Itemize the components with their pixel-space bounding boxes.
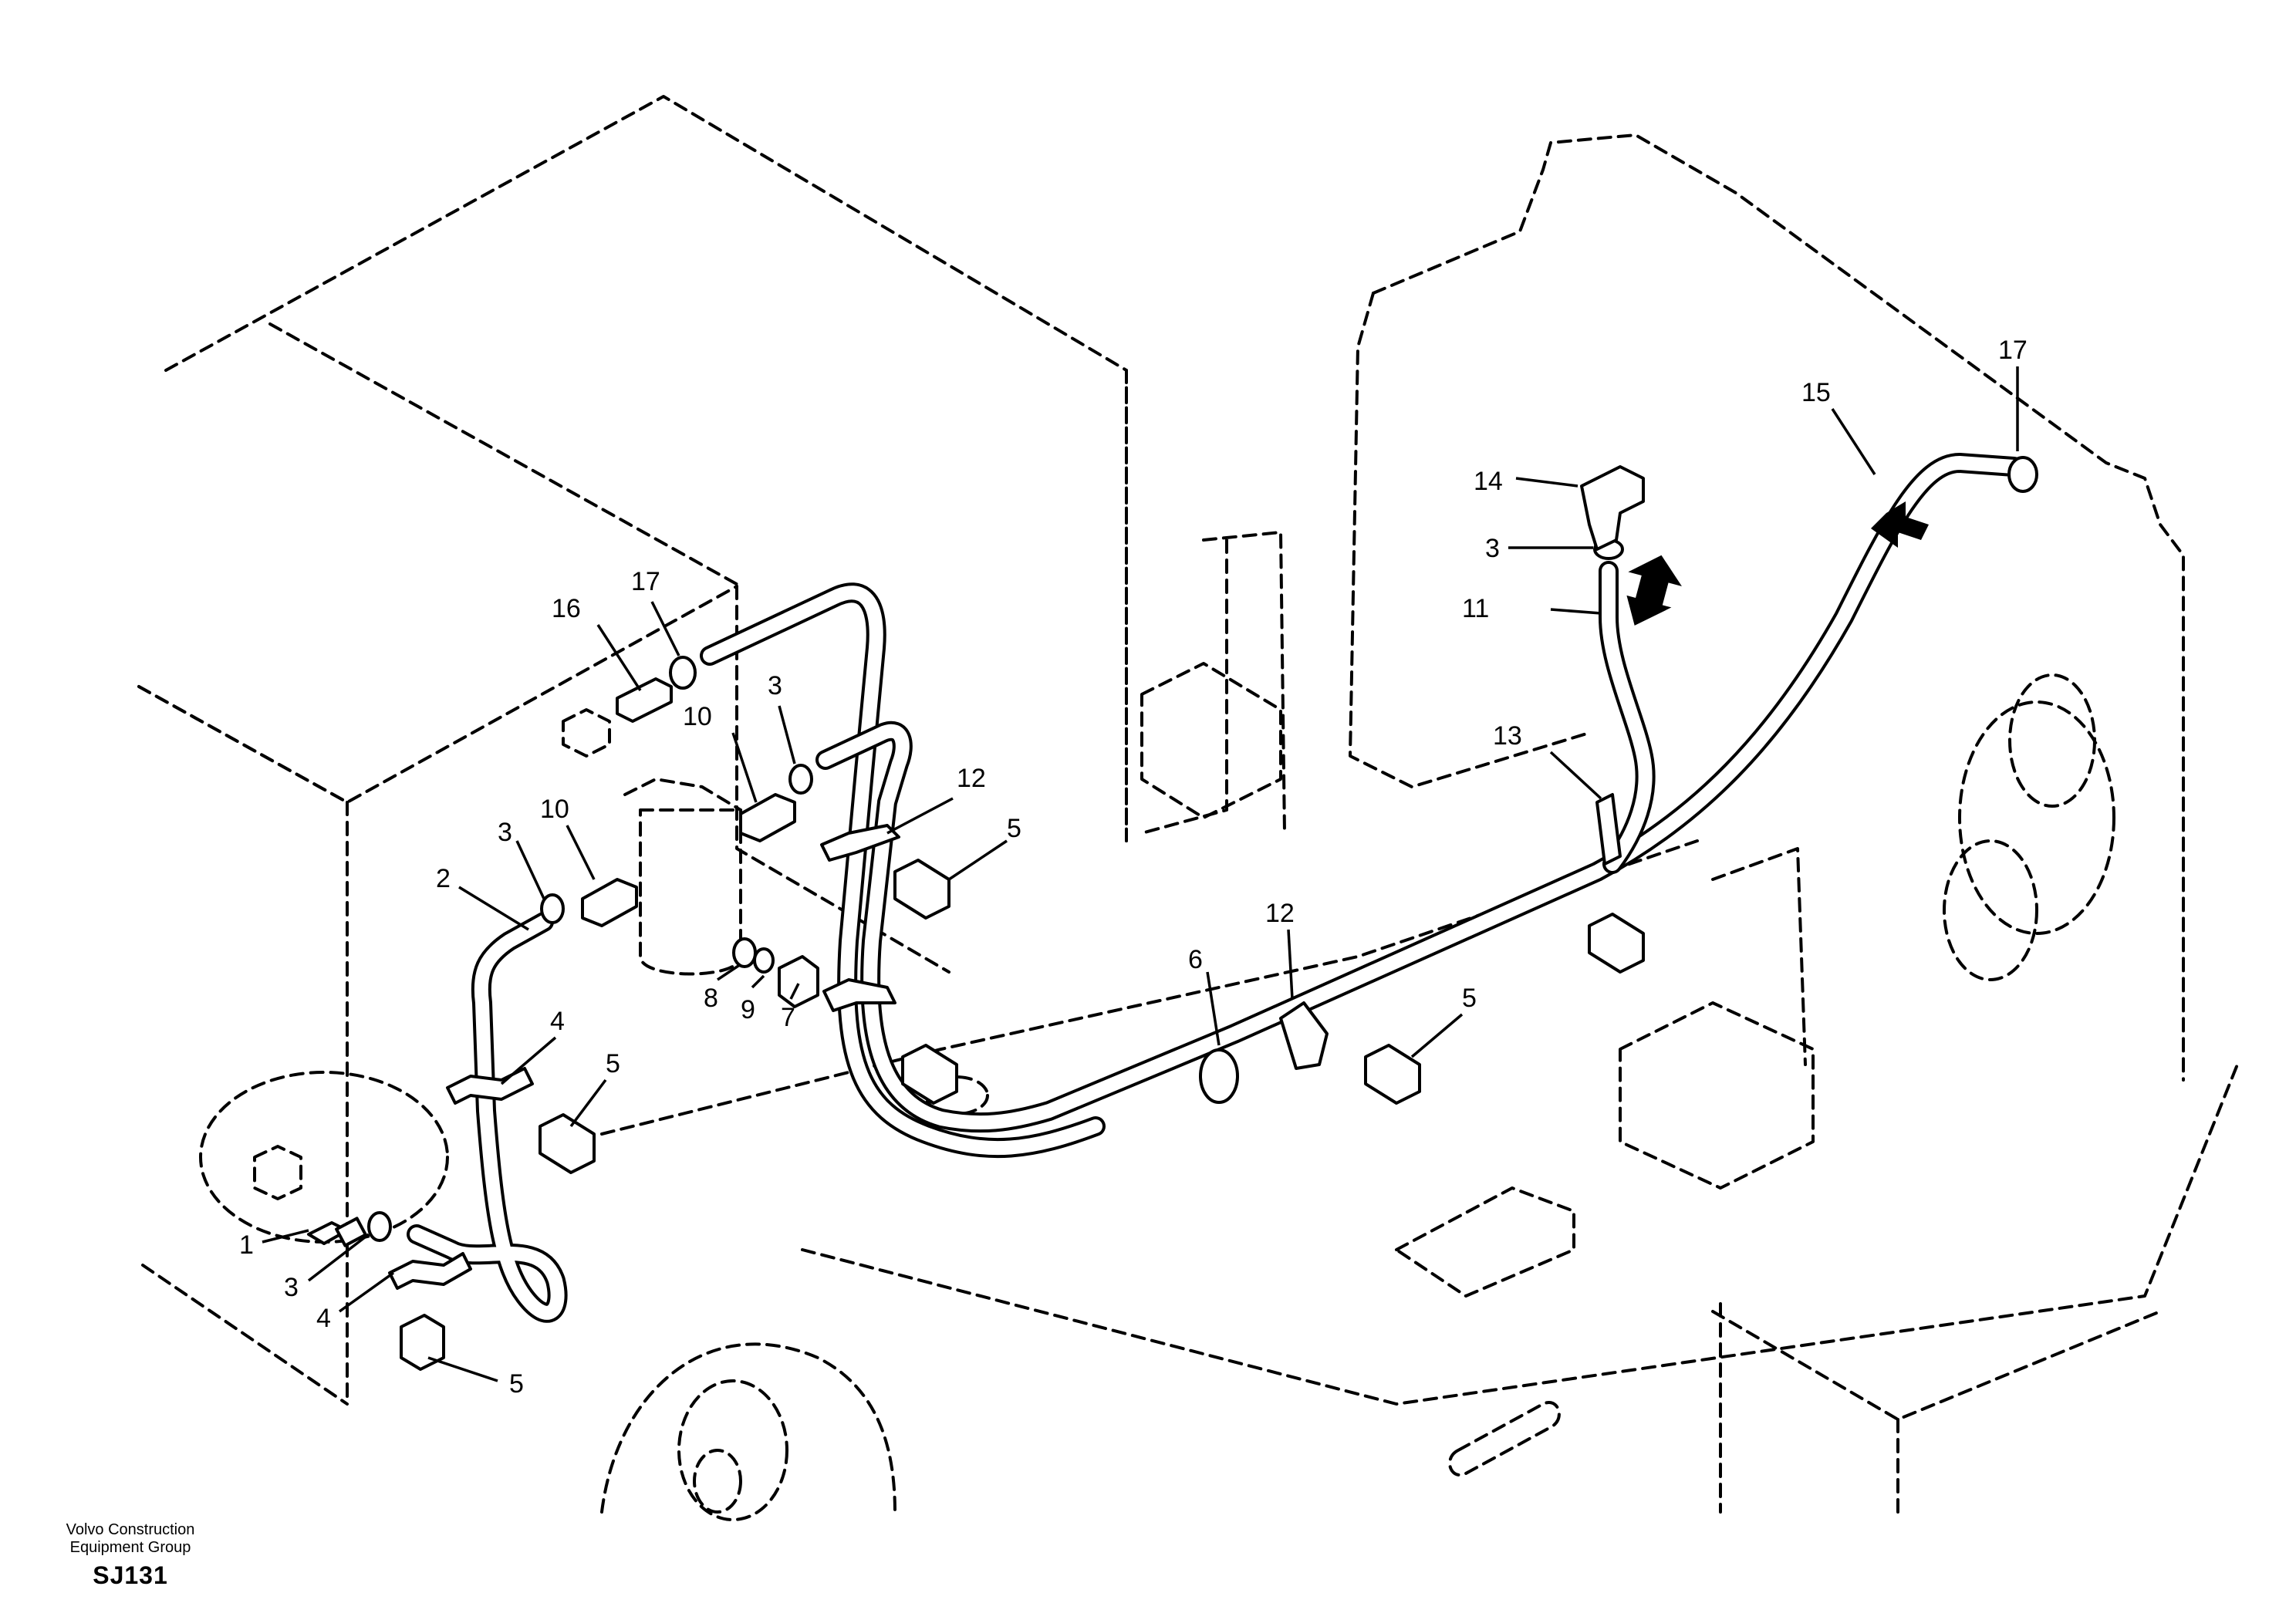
frame-lower <box>801 1063 2239 1406</box>
clamp-12-right <box>1279 1001 1329 1070</box>
engine-outline <box>1372 133 2185 1082</box>
frame-right <box>1711 1310 2162 1421</box>
down-arrow-icon <box>1871 501 1929 548</box>
callout-10: 10 <box>540 795 569 824</box>
filter-head <box>623 778 742 812</box>
washer-3-mid <box>788 764 813 795</box>
callout-5: 5 <box>1462 984 1477 1013</box>
callout-3: 3 <box>768 671 782 700</box>
fitting-16 <box>616 677 673 723</box>
clamp-17-left <box>669 656 697 690</box>
callout-3: 3 <box>1485 534 1500 563</box>
engine-bracket-right <box>1711 847 1807 1066</box>
leader-lines <box>262 366 2019 1382</box>
clamp-12-lower <box>822 978 896 1012</box>
bolt-5-d <box>1364 1044 1421 1105</box>
background-structure <box>137 95 2239 1521</box>
clip-13 <box>1595 793 1622 866</box>
callout-17: 17 <box>631 567 660 596</box>
swing-ring <box>600 1342 896 1514</box>
callout-7: 7 <box>781 1003 795 1032</box>
clamp-17-right <box>2007 456 2038 493</box>
engine-mount-right <box>1619 1001 1815 1190</box>
callout-17: 17 <box>1998 336 2028 365</box>
bolt-7 <box>778 955 819 1008</box>
callout-12: 12 <box>957 764 986 793</box>
parts <box>307 456 2038 1371</box>
company-line-1: Volvo Construction <box>66 1521 195 1538</box>
callout-9: 9 <box>741 995 755 1024</box>
callout-4: 4 <box>316 1304 331 1333</box>
callout-6: 6 <box>1188 945 1203 974</box>
drawing-code: SJ131 <box>93 1561 168 1589</box>
washer-9 <box>753 947 775 974</box>
hose-return <box>815 453 2024 1133</box>
callout-5: 5 <box>606 1049 620 1078</box>
callout-4: 4 <box>550 1007 565 1036</box>
elbow-14 <box>1580 465 1645 551</box>
fan-pulley <box>1943 839 2038 981</box>
bolt-5-b <box>901 1044 958 1105</box>
callout-13: 13 <box>1493 721 1522 751</box>
grommet-6 <box>1199 1048 1239 1104</box>
bolt-5-a <box>893 859 950 920</box>
engine-nut <box>562 708 611 758</box>
tank-top-inner <box>268 322 742 588</box>
up-arrow-icon <box>1626 555 1682 626</box>
callout-3: 3 <box>284 1273 299 1302</box>
clamp-12-upper <box>820 824 900 862</box>
engine-mount-left <box>1140 531 1286 835</box>
filter-housing <box>639 808 742 976</box>
bolt-5-e <box>539 1113 596 1174</box>
frame-member <box>1395 1186 1575 1298</box>
clamp-4-lower <box>388 1252 472 1290</box>
hoses <box>407 453 2024 1323</box>
swing-bearing <box>677 1379 788 1521</box>
company-name: Volvo Construction Equipment Group <box>42 1521 219 1557</box>
washer-8 <box>732 937 757 968</box>
callout-5: 5 <box>1007 814 1021 843</box>
frame-rail <box>600 839 1699 1136</box>
tank-outline <box>164 95 1128 842</box>
fan-hub <box>2008 673 2096 808</box>
drain-nut <box>253 1145 302 1200</box>
callout-1: 1 <box>239 1230 254 1260</box>
washer-3-lower <box>367 1211 392 1242</box>
callout-labels: 1 2 3 3 3 3 4 4 5 5 5 5 6 7 8 9 10 10 11… <box>239 336 2028 1399</box>
frame-right-lower <box>1719 1302 1899 1514</box>
callout-3: 3 <box>498 818 512 847</box>
tank-left-box <box>137 685 349 1406</box>
engine-left-face <box>1349 292 1591 788</box>
drain-oval <box>199 1071 449 1244</box>
callout-10: 10 <box>683 702 712 731</box>
fitting-10-right <box>739 793 796 842</box>
bolt-5-f <box>400 1314 445 1371</box>
callout-5: 5 <box>509 1369 524 1399</box>
fan-outline <box>1958 700 2115 935</box>
swing-inner <box>693 1449 742 1514</box>
fitting-1 <box>307 1217 367 1247</box>
flow-arrows <box>1626 501 1929 626</box>
company-line-2: Equipment Group <box>69 1539 191 1556</box>
engine-mount-block <box>1140 662 1282 819</box>
washer-3-left <box>540 893 565 924</box>
callout-15: 15 <box>1801 378 1831 407</box>
callout-16: 16 <box>552 594 581 623</box>
fitting-10-left <box>581 878 638 927</box>
bolt-5-c <box>1588 913 1645 974</box>
callout-12: 12 <box>1265 899 1295 928</box>
callout-11: 11 <box>1462 594 1489 623</box>
slot-outline <box>1448 1401 1561 1477</box>
callout-8: 8 <box>704 984 718 1013</box>
callout-2: 2 <box>436 864 451 893</box>
callout-14: 14 <box>1474 467 1503 496</box>
